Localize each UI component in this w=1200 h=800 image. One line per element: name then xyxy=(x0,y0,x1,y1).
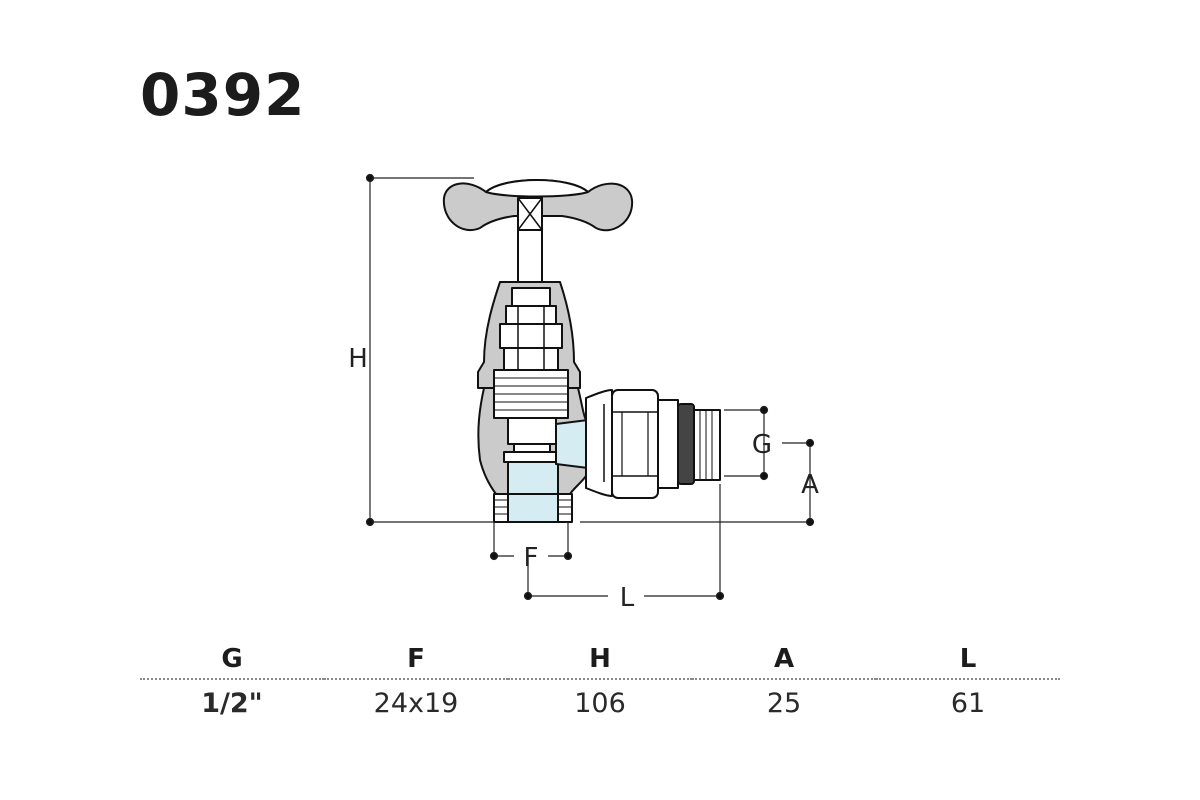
spec-table-row: 1/2" 24x19 106 25 61 xyxy=(140,679,1060,719)
spec-header-l: L xyxy=(876,644,1060,680)
dim-label-g: G xyxy=(752,430,772,460)
spec-value-l: 61 xyxy=(950,688,986,719)
dim-label-h: H xyxy=(348,344,368,374)
spec-header-h: H xyxy=(508,644,692,680)
spec-header-a: A xyxy=(692,644,876,680)
spec-table-header-row: G F H A L xyxy=(140,644,1060,680)
spec-table: G F H A L 1/2" 24x19 106 25 61 xyxy=(140,644,1060,719)
dim-label-a: A xyxy=(801,470,819,500)
dimension-lines xyxy=(365,173,815,601)
spec-value-a: 25 xyxy=(766,688,802,719)
valve-body xyxy=(442,179,721,523)
spec-header-g: G xyxy=(140,644,324,680)
threaded-tail xyxy=(693,409,721,481)
union-nut xyxy=(611,389,659,499)
spec-value-g: 1/2" xyxy=(201,688,263,719)
spec-value-h: 106 xyxy=(574,688,626,719)
spec-header-f: F xyxy=(324,644,508,680)
product-code: 0392 xyxy=(140,61,306,129)
dim-label-l: L xyxy=(620,583,635,613)
dim-label-f: F xyxy=(524,543,539,573)
spec-value-f: 24x19 xyxy=(373,688,459,719)
